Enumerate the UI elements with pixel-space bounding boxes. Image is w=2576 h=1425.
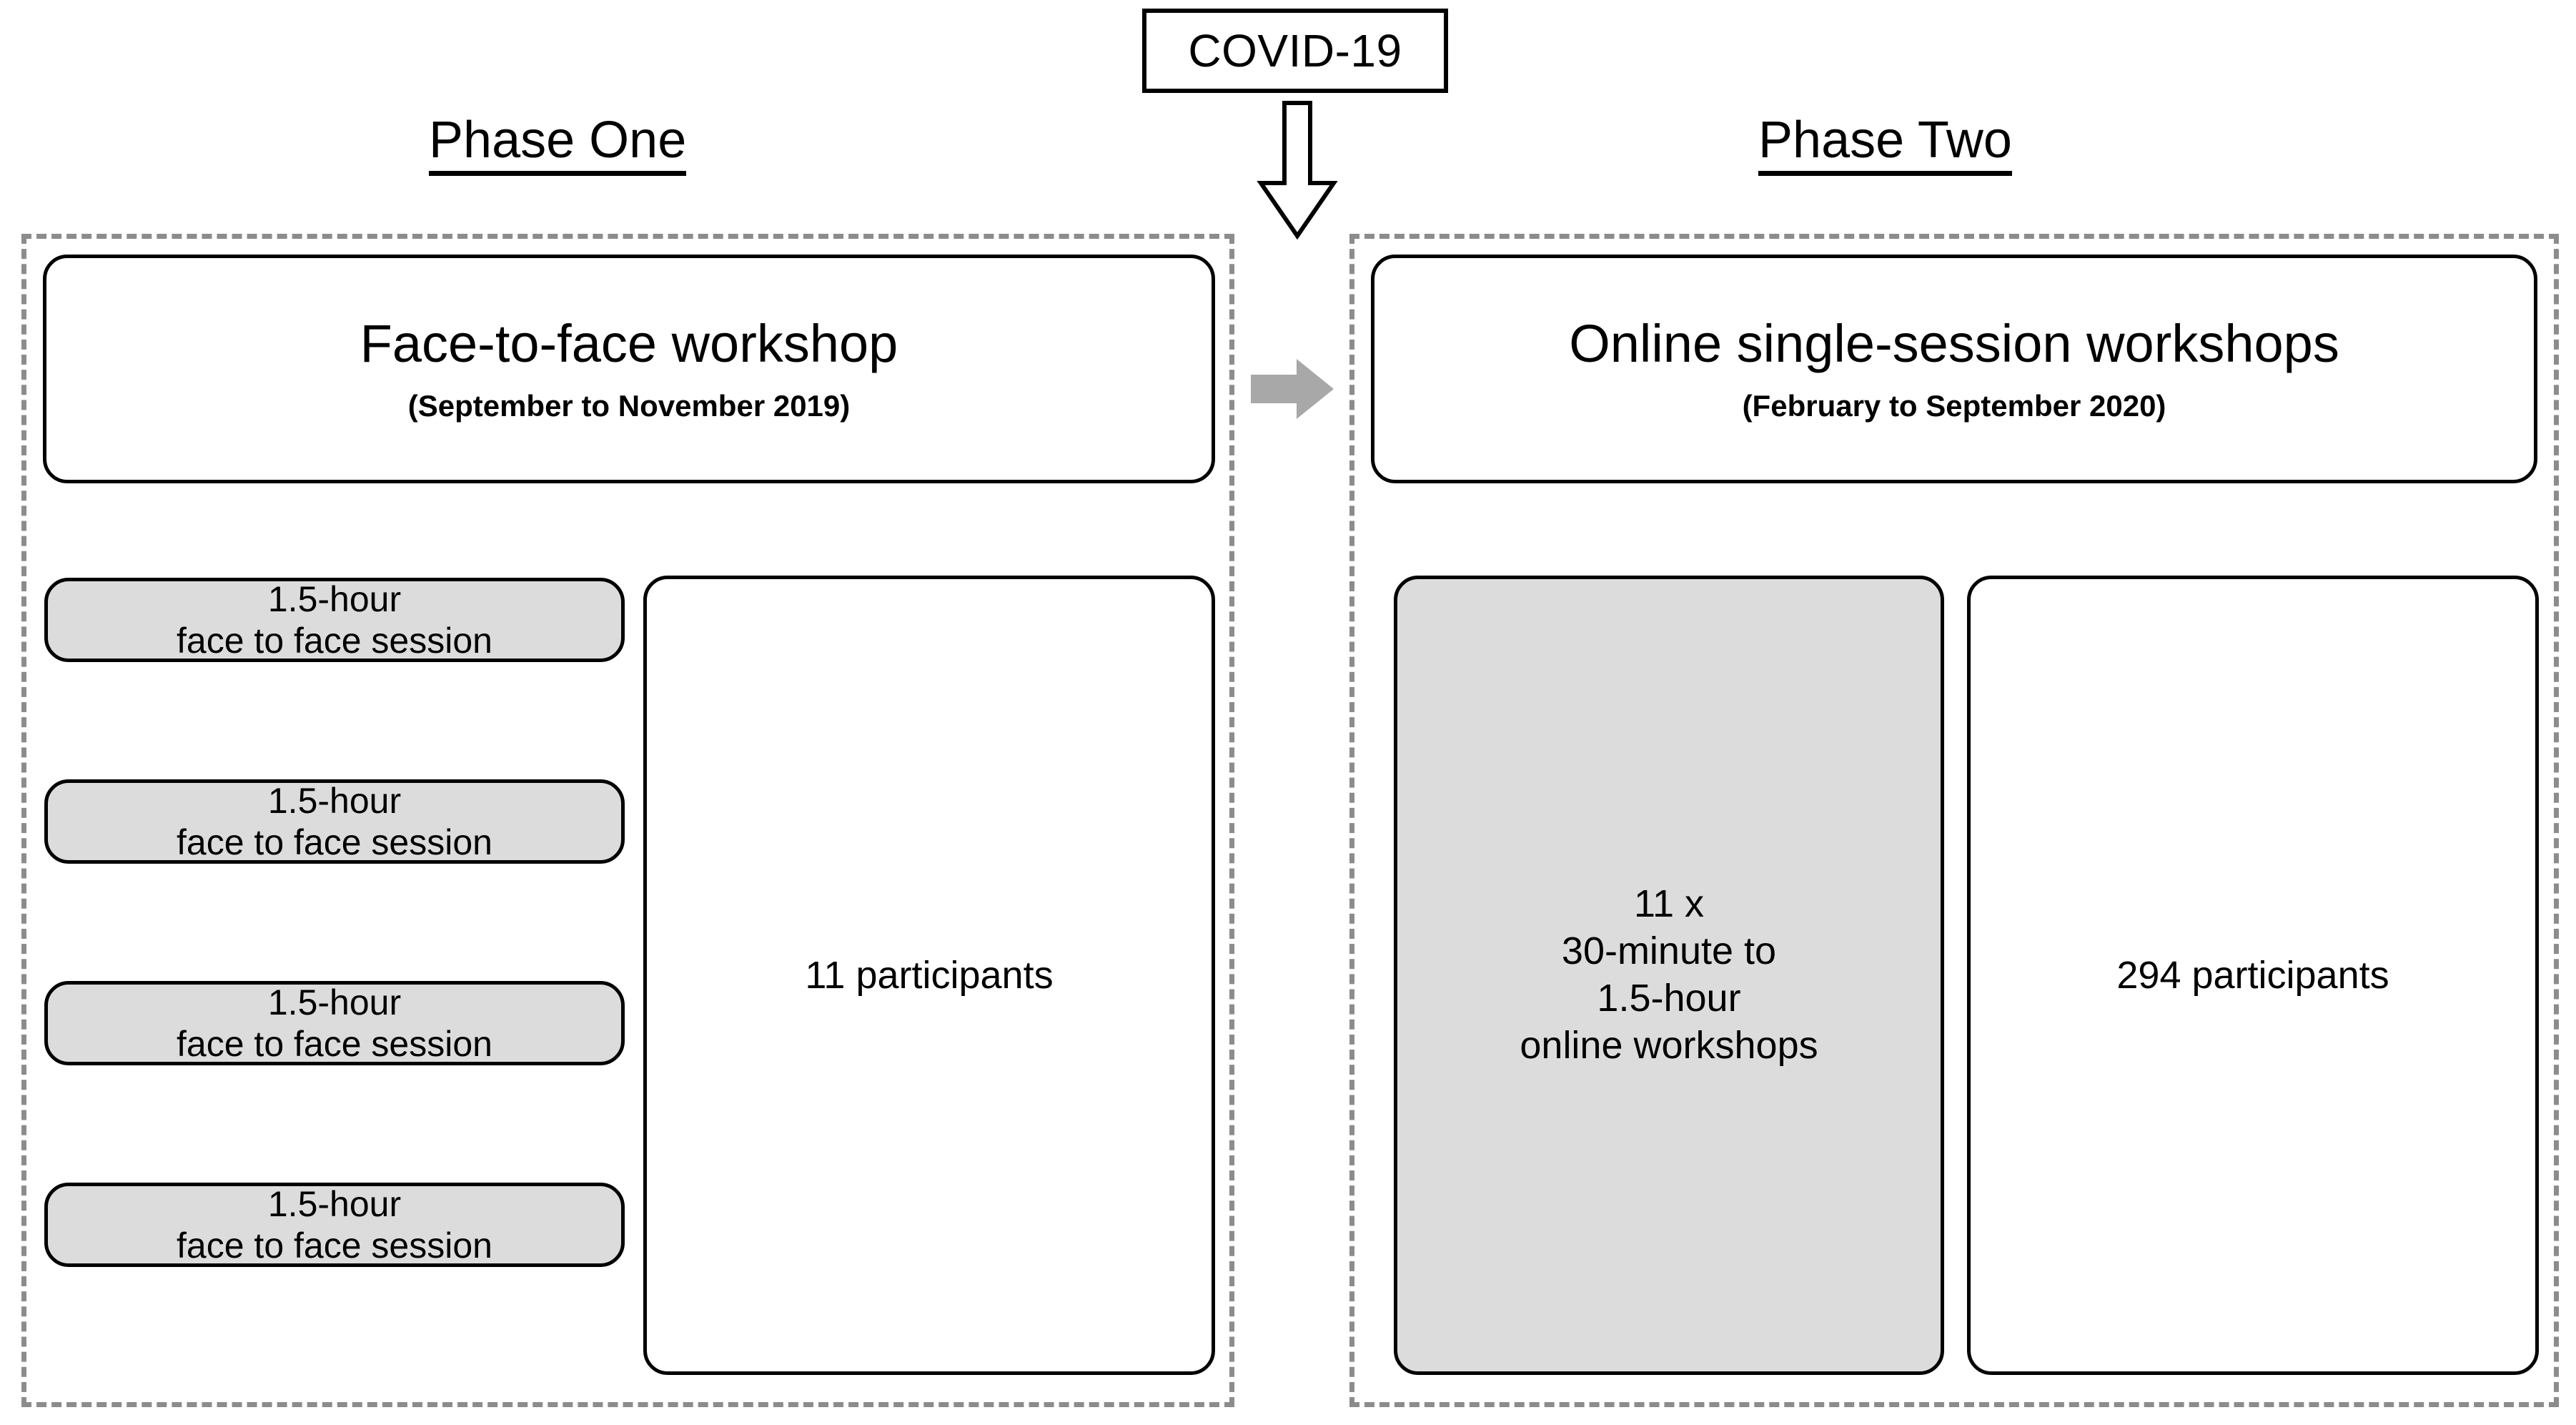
session-mode: face to face session <box>177 822 492 862</box>
phase-transition-arrow-icon <box>1249 356 1335 422</box>
phase-two-session-duration-max: 1.5-hour <box>1597 977 1741 1020</box>
phase-one-heading-underline <box>429 171 687 176</box>
phase-one-heading-label: Phase One <box>429 112 687 169</box>
phase-two-workshop-box: Online single-session workshops (Februar… <box>1371 255 2537 483</box>
phase-two-panel <box>1349 234 2559 1407</box>
phase-two-session-count: 11 x <box>1633 882 1705 926</box>
session-duration: 1.5-hour <box>267 1184 402 1224</box>
session-mode: face to face session <box>177 1024 492 1064</box>
session-duration: 1.5-hour <box>267 982 402 1022</box>
phase-two-heading-underline <box>1758 171 2012 176</box>
phase-one-workshop-box: Face-to-face workshop (September to Nove… <box>43 255 1215 483</box>
session-mode: face to face session <box>177 1226 492 1266</box>
session-duration: 1.5-hour <box>267 579 402 619</box>
phase-two-session-mode: online workshops <box>1520 1023 1818 1067</box>
phase-one-panel <box>21 234 1234 1407</box>
phase-one-participants-count: 11 participants <box>805 954 1054 997</box>
phase-two-session-duration-min: 30-minute to <box>1561 930 1777 973</box>
phase-two-participants-count: 294 participants <box>2116 954 2389 997</box>
phase-one-workshop-title: Face-to-face workshop <box>360 314 898 374</box>
phase-two-participants-box: 294 participants <box>1967 576 2539 1375</box>
session-duration: 1.5-hour <box>267 781 402 821</box>
phase-one-participants-box: 11 participants <box>643 576 1215 1375</box>
covid-down-arrow-icon <box>1244 100 1351 243</box>
phase-two-heading: Phase Two <box>1758 114 2012 176</box>
phase-two-workshop-title: Online single-session workshops <box>1569 314 2339 374</box>
session-mode: face to face session <box>177 621 492 661</box>
phase-two-heading-label: Phase Two <box>1758 112 2012 169</box>
phase-one-workshop-subtitle: (September to November 2019) <box>407 388 851 423</box>
phase-one-session-box: 1.5-hour face to face session <box>44 981 625 1065</box>
phase-one-session-box: 1.5-hour face to face session <box>44 1183 625 1267</box>
covid-19-callout: COVID-19 <box>1142 9 1448 93</box>
phase-one-session-box: 1.5-hour face to face session <box>44 779 625 864</box>
phase-one-heading: Phase One <box>429 112 687 176</box>
phase-two-workshop-subtitle: (February to September 2020) <box>1742 388 2166 423</box>
phase-one-session-box: 1.5-hour face to face session <box>44 578 625 662</box>
covid-19-label: COVID-19 <box>1188 25 1402 77</box>
phase-two-sessions-box: 11 x 30-minute to 1.5-hour online worksh… <box>1394 576 1944 1375</box>
